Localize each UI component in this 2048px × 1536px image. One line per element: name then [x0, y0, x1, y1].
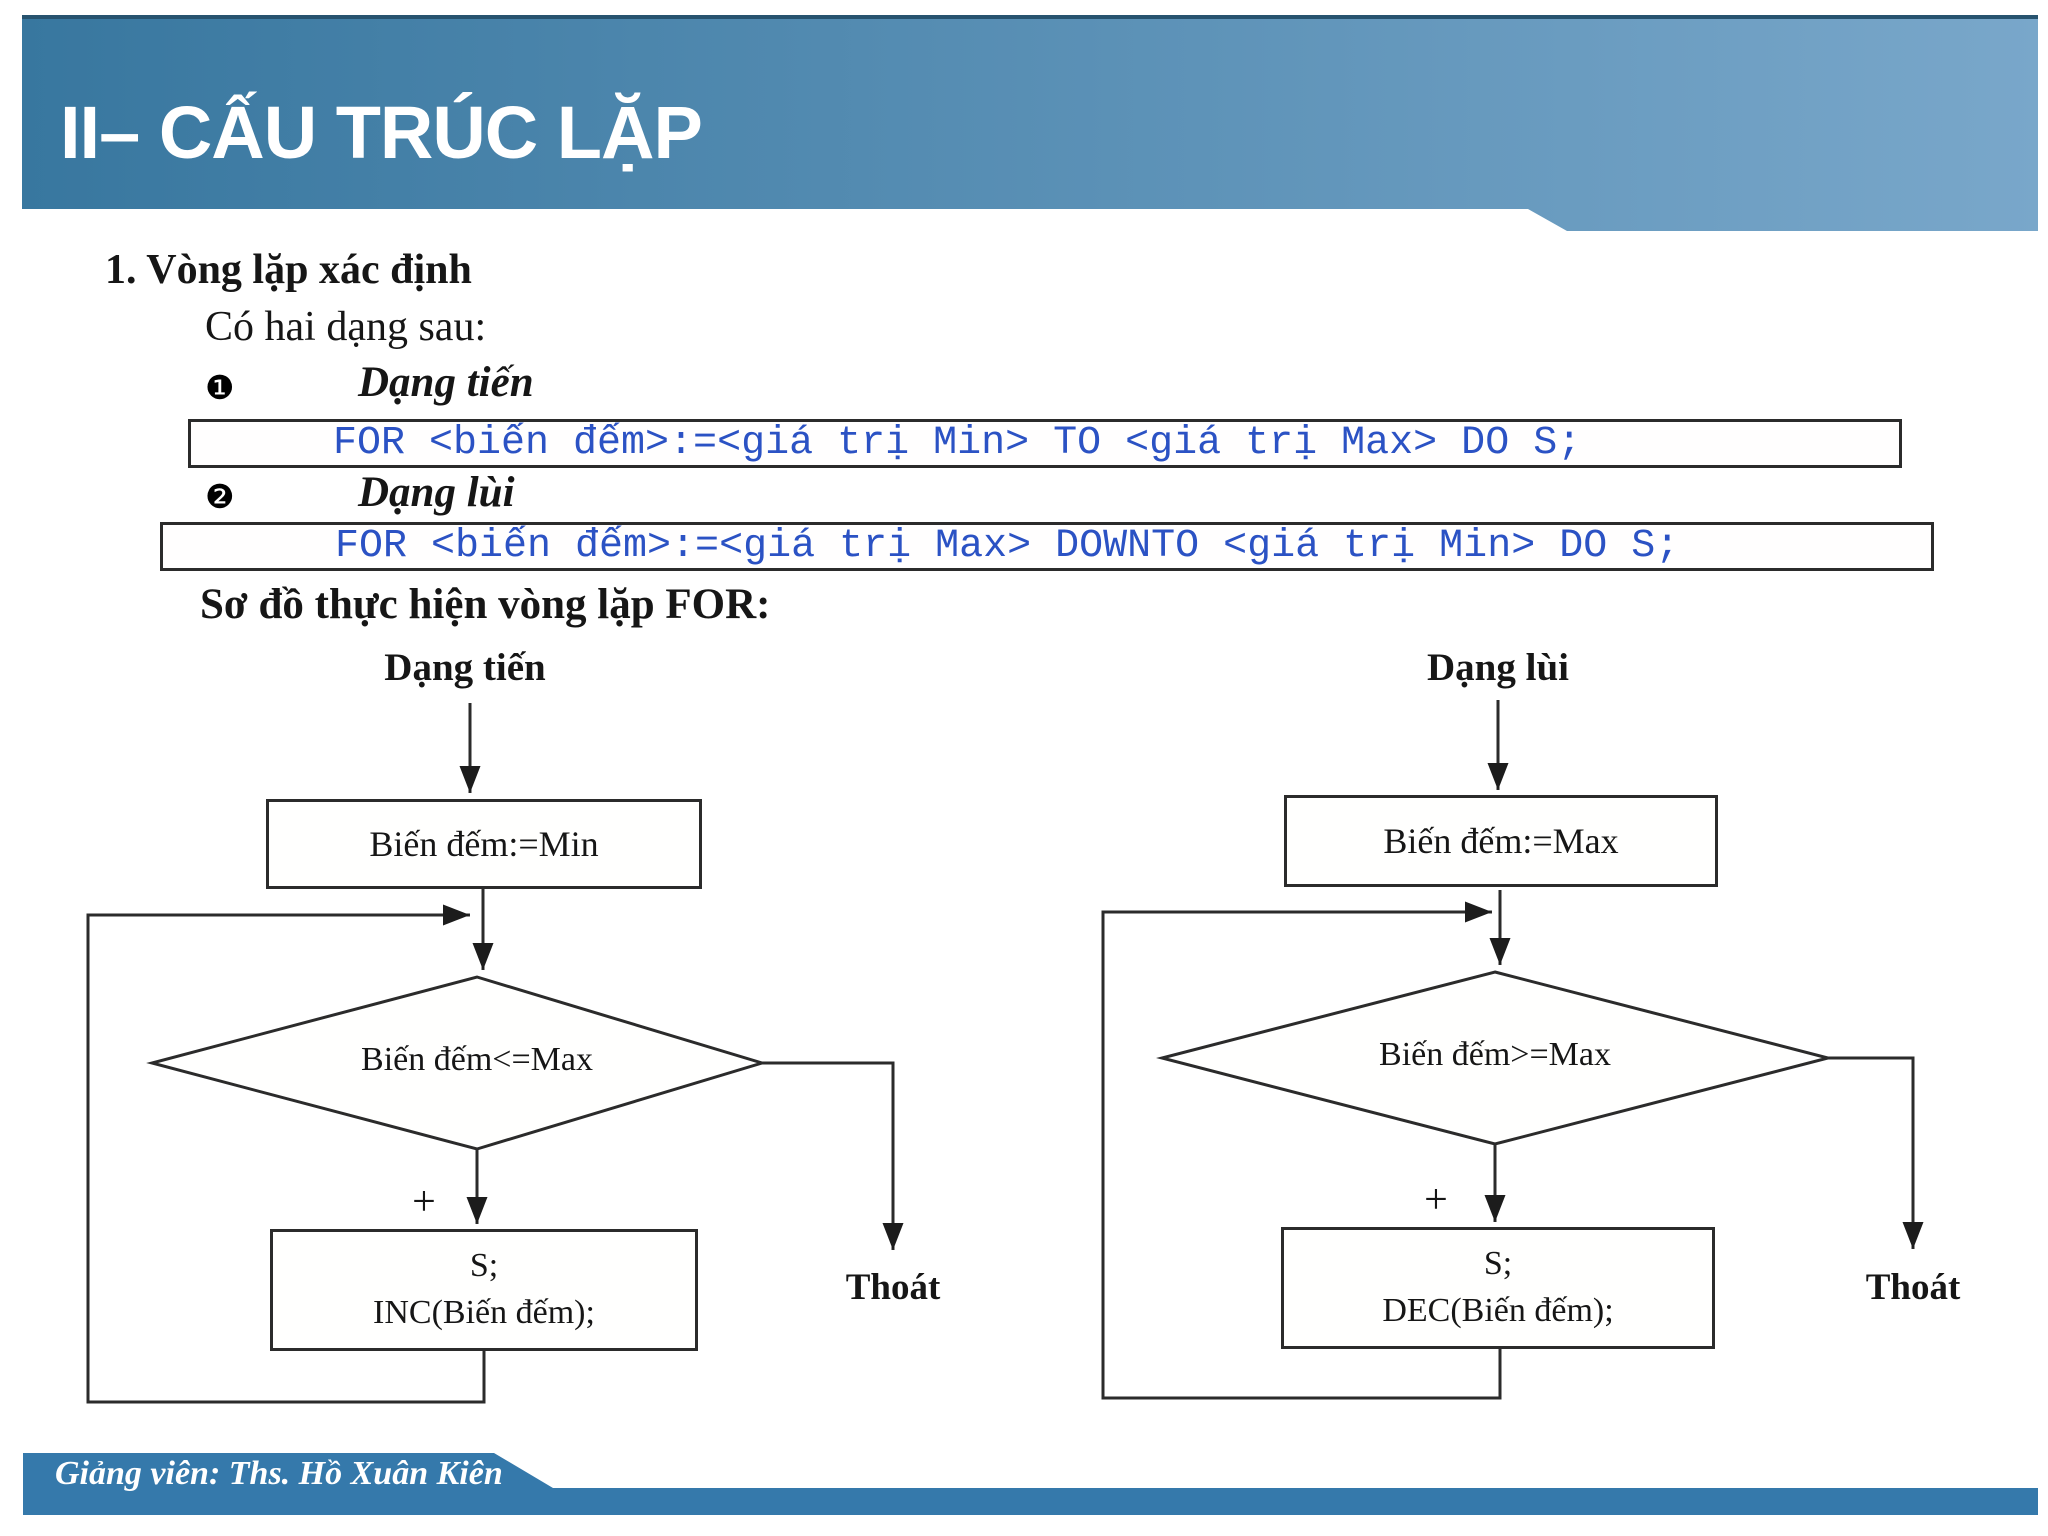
right-condition-label: Biến đếm>=Max	[1379, 1036, 1611, 1073]
left-true-label: +	[412, 1179, 436, 1225]
header-banner: II– CẤU TRÚC LẶP	[22, 15, 2038, 231]
diagram-heading: Sơ đồ thực hiện vòng lặp FOR:	[200, 581, 771, 628]
l-exit-line	[762, 1061, 904, 1250]
section-heading: 1. Vòng lặp xác định	[105, 247, 472, 293]
header-top-line	[22, 15, 2038, 19]
code-forward: FOR <biến đếm>:=<giá trị Min> TO <giá tr…	[333, 421, 1582, 466]
slide-title: II– CẤU TRÚC LẶP	[60, 91, 703, 174]
right-body-line2: DEC(Biến đếm);	[1382, 1292, 1614, 1329]
left-body-line2: INC(Biến đếm);	[373, 1294, 595, 1331]
l-loop-back-line	[86, 904, 486, 1404]
left-exit-label: Thoát	[845, 1267, 941, 1308]
form-label-backward: Dạng lùi	[358, 469, 515, 516]
left-body-box: S; INC(Biến đếm);	[270, 1229, 698, 1351]
left-init-box: Biến đếm:=Min	[266, 799, 702, 889]
code-backward: FOR <biến đếm>:=<giá trị Max> DOWNTO <gi…	[335, 524, 1680, 569]
footer-instructor: Giảng viên: Ths. Hồ Xuân Kiên	[55, 1455, 503, 1492]
right-true-label: +	[1424, 1177, 1448, 1223]
left-chart-title: Dạng tiến	[384, 646, 546, 689]
right-init-box: Biến đếm:=Max	[1284, 795, 1718, 887]
right-chart-title: Dạng lùi	[1427, 646, 1569, 689]
r-exit-line	[1828, 1056, 1924, 1249]
intro-text: Có hai dạng sau:	[205, 304, 487, 350]
right-body-box: S; DEC(Biến đếm);	[1281, 1227, 1715, 1349]
left-body-line1: S;	[469, 1247, 499, 1285]
bullet-2-icon: ❷	[205, 477, 235, 516]
right-body-line1: S;	[1483, 1245, 1513, 1283]
left-condition-label: Biến đếm<=Max	[361, 1041, 593, 1078]
code-box-backward: FOR <biến đếm>:=<giá trị Max> DOWNTO <gi…	[160, 522, 1934, 571]
form-label-forward: Dạng tiến	[358, 359, 534, 406]
bullet-1-icon: ❶	[205, 368, 235, 407]
r-loop-back-line	[1101, 901, 1502, 1400]
right-exit-label: Thoát	[1865, 1267, 1961, 1308]
code-box-forward: FOR <biến đếm>:=<giá trị Min> TO <giá tr…	[188, 419, 1902, 468]
